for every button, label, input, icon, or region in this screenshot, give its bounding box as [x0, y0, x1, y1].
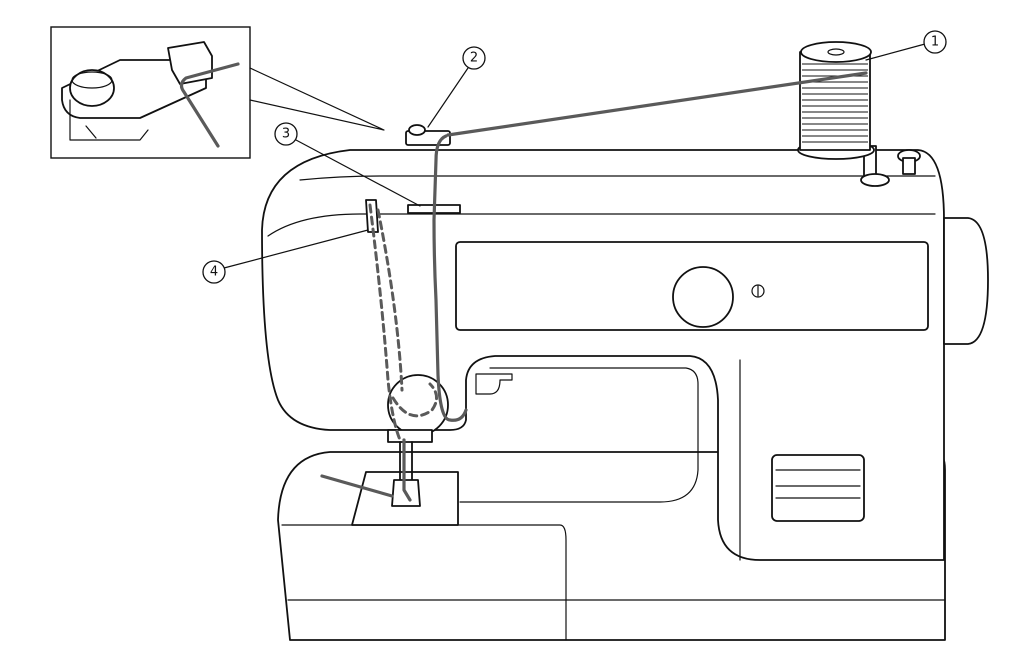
thread-dash-lever — [368, 203, 402, 442]
callout-2-leader — [427, 67, 469, 128]
inset-detail — [50, 26, 385, 159]
thread-dash-tension — [391, 382, 438, 418]
spool-hole — [827, 48, 845, 56]
inset-thread — [179, 62, 240, 148]
bobbin-winder-stem — [902, 157, 916, 175]
callout-3-label: 3 — [282, 127, 290, 142]
thread-spool-icon — [797, 41, 875, 160]
thread-dash-lever-2 — [376, 208, 404, 392]
screw-icon — [751, 284, 765, 298]
callout-2-circle — [462, 46, 486, 70]
callout-3-circle — [274, 122, 298, 146]
callout-2-label: 2 — [470, 51, 478, 66]
thread-tail — [320, 474, 394, 498]
free-arm-edge — [281, 524, 567, 641]
inset-knob-top — [71, 71, 113, 89]
inset-guide-foot — [69, 99, 149, 141]
callout-3-leader — [295, 139, 421, 207]
side-vent — [771, 454, 865, 522]
inset-pointer — [249, 67, 385, 131]
callout-4-leader — [223, 229, 369, 269]
arm-opening — [459, 367, 699, 503]
stitch-dial-icon — [672, 266, 734, 328]
inset-guide-edge — [85, 125, 97, 139]
callout-1-leader — [865, 43, 926, 61]
thread-from-spool — [446, 71, 868, 137]
guide-knob — [408, 124, 426, 136]
thread-to-needle — [402, 438, 412, 502]
callout-1: 1 — [865, 30, 947, 61]
thread-cutter — [475, 373, 513, 395]
callout-4-label: 4 — [210, 265, 218, 280]
spool-pin-base — [860, 173, 890, 187]
callout-1-circle — [923, 30, 947, 54]
thread-down — [432, 134, 468, 422]
callout-4-circle — [202, 260, 226, 284]
spool-top — [800, 41, 872, 63]
handwheel — [943, 217, 989, 345]
thread-path — [320, 71, 868, 502]
needle-clamp — [387, 429, 433, 443]
thread-guide-icon — [405, 124, 451, 146]
face-ridge — [267, 213, 936, 237]
callout-2: 2 — [427, 46, 486, 128]
callout-4: 4 — [202, 229, 369, 284]
callout-3: 3 — [274, 122, 421, 207]
callout-1-label: 1 — [931, 35, 939, 50]
spool-body — [799, 51, 871, 151]
top-ridge — [299, 175, 936, 181]
sewing-machine-body — [261, 145, 989, 641]
